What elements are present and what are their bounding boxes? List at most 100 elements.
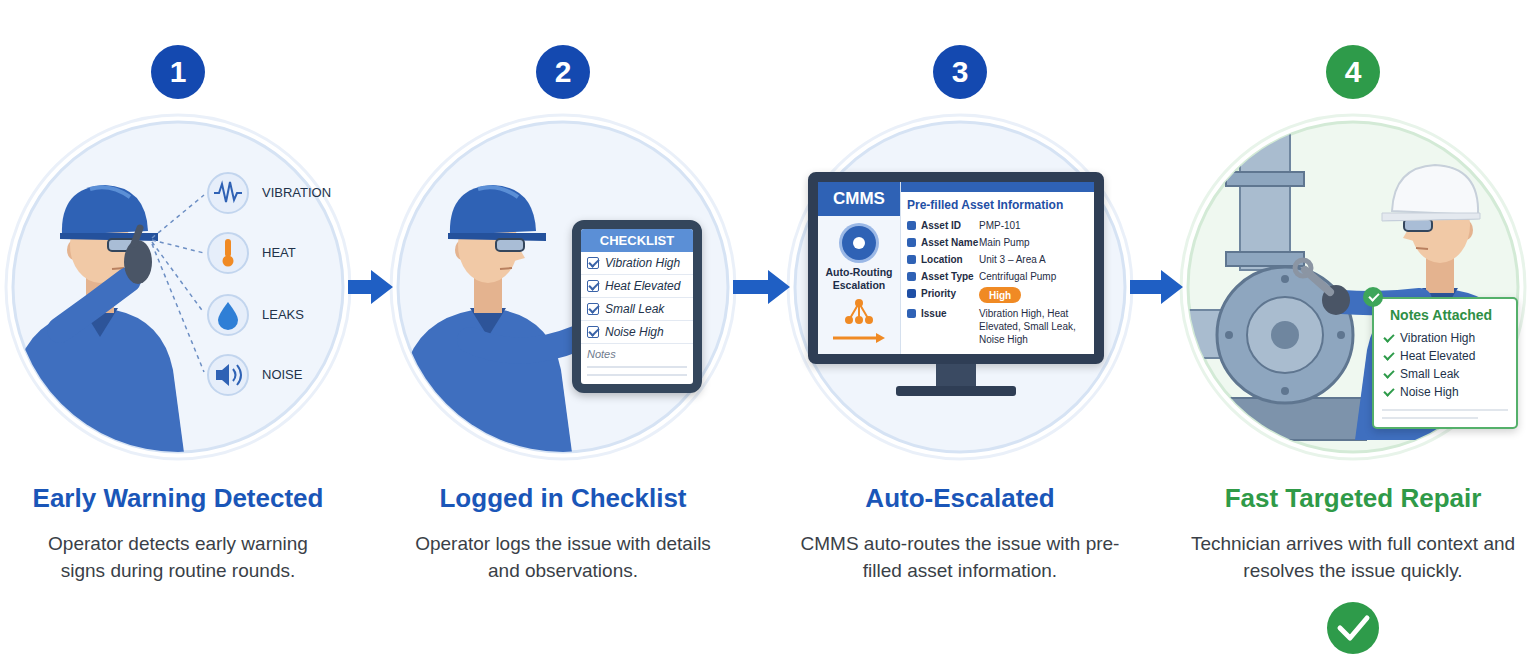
step-description: Operator detects early warning signs dur… <box>28 530 328 584</box>
row-icon <box>907 255 916 264</box>
step-badge: 1 <box>151 45 205 99</box>
icon-part <box>855 316 863 324</box>
field-value: Vibration High, Heat Elevated, Small Lea… <box>979 307 1088 346</box>
symptom-label: NOISE <box>262 366 302 384</box>
notes-card: Notes AttachedVibration HighHeat Elevate… <box>1372 297 1518 429</box>
check-mark <box>1382 332 1394 344</box>
checklist-row: Noise High <box>581 321 693 344</box>
row-icon <box>907 272 916 281</box>
step-number: 1 <box>170 45 187 99</box>
notes-row: Heat Elevated <box>1382 347 1508 365</box>
step-badge: 4 <box>1326 45 1380 99</box>
field-value: PMP-101 <box>979 219 1088 232</box>
icon-part <box>833 337 877 340</box>
check-mark <box>587 326 599 338</box>
checklist-tablet: CHECKLIST Vibration HighHeat ElevatedSmal… <box>572 220 702 393</box>
field-label: Asset Name <box>921 236 979 249</box>
step-heading: Fast Targeted Repair <box>1225 483 1482 514</box>
notes-row: Vibration High <box>1382 329 1508 347</box>
icon-part <box>876 333 885 343</box>
checklist-row: Heat Elevated <box>581 275 693 298</box>
notes-row: Noise High <box>1382 383 1508 401</box>
step-badge: 3 <box>933 45 987 99</box>
flow-arrow <box>348 270 393 304</box>
checklist-item: Small Leak <box>605 302 664 316</box>
check-stroke <box>588 279 599 290</box>
check-stroke <box>1383 367 1394 378</box>
gear-hole <box>853 237 865 249</box>
check-mark <box>1382 386 1394 398</box>
asset-row: Asset TypeCentrifugal Pump <box>901 268 1094 285</box>
step-number: 4 <box>1345 45 1362 99</box>
symptom-label: LEAKS <box>262 306 304 324</box>
step-badge: 2 <box>536 45 590 99</box>
monitor-base <box>896 386 1016 396</box>
asset-row: Asset NameMain Pump <box>901 234 1094 251</box>
step-heading: Logged in Checklist <box>439 483 686 514</box>
row-icon <box>907 221 916 230</box>
cmms-monitor: CMMSAuto-Routing EscalationPre-filled As… <box>808 172 1104 364</box>
field-value: Main Pump <box>979 236 1088 249</box>
checklist-row: Small Leak <box>581 298 693 321</box>
field-value: Centrifugal Pump <box>979 270 1088 283</box>
step-number: 3 <box>952 45 969 99</box>
priority-value: High <box>989 290 1011 301</box>
gear-icon <box>842 226 876 260</box>
field-label: Location <box>921 253 979 266</box>
checklist-title: CHECKLIST <box>581 229 693 252</box>
priority-badge: High <box>979 287 1021 303</box>
notes-item: Small Leak <box>1400 367 1459 381</box>
check-mark <box>587 303 599 315</box>
panel-title: Pre-filled Asset Information <box>901 192 1094 217</box>
checklist-item: Noise High <box>605 325 664 339</box>
step-number: 2 <box>555 45 572 99</box>
priority-slot: High <box>979 287 1088 303</box>
routing-label: Auto-Routing Escalation <box>818 266 900 292</box>
icon-part <box>845 316 853 324</box>
flow-arrow <box>1130 270 1183 304</box>
field-label: Asset Type <box>921 270 979 283</box>
checklist-row: Vibration High <box>581 252 693 275</box>
step-circle: Auto-EscalatedCMMS auto-routes the issue… <box>793 120 1127 454</box>
header-strip <box>901 182 1094 192</box>
icon-part <box>855 299 863 307</box>
notes-item: Noise High <box>1400 385 1459 399</box>
step-circle: Fast Targeted RepairTechnician arrives w… <box>1186 120 1520 454</box>
checklist-item: Vibration High <box>605 256 680 270</box>
field-label: Priority <box>921 287 979 300</box>
step-description: CMMS auto-routes the issue with pre-fill… <box>795 530 1125 584</box>
asset-panel: Pre-filled Asset InformationAsset IDPMP-… <box>901 182 1094 354</box>
symptom-label: HEAT <box>262 244 296 262</box>
check-stroke <box>1368 290 1379 301</box>
field-value: Unit 3 – Area A <box>979 253 1088 266</box>
notes-title: Notes Attached <box>1390 307 1508 323</box>
asset-row: Asset IDPMP-101 <box>901 217 1094 234</box>
check-stroke <box>588 302 599 313</box>
field-label: Issue <box>921 307 979 320</box>
check-mark <box>587 280 599 292</box>
note-line <box>587 366 687 368</box>
notes-label: Notes <box>581 344 693 360</box>
row-icon <box>907 309 916 318</box>
check-stroke <box>588 256 599 267</box>
check-mark <box>587 257 599 269</box>
field-label: Asset ID <box>921 219 979 232</box>
checklist-item: Heat Elevated <box>605 279 680 293</box>
notes-item: Heat Elevated <box>1400 349 1475 363</box>
icon-part <box>865 316 873 324</box>
asset-row: LocationUnit 3 – Area A <box>901 251 1094 268</box>
check-mark <box>1367 291 1379 303</box>
note-line <box>1382 409 1508 411</box>
note-line <box>1382 417 1478 419</box>
note-line <box>587 374 687 376</box>
monitor-neck <box>936 364 976 386</box>
check-stroke <box>1383 349 1394 360</box>
step-description: Operator logs the issue with details and… <box>413 530 713 584</box>
check-mark <box>1382 350 1394 362</box>
asset-row: Priority High <box>901 285 1094 305</box>
check-stroke <box>1383 331 1394 342</box>
app-name: CMMS <box>818 182 900 216</box>
row-icon <box>907 289 916 298</box>
asset-row: IssueVibration High, Heat Elevated, Smal… <box>901 305 1094 348</box>
